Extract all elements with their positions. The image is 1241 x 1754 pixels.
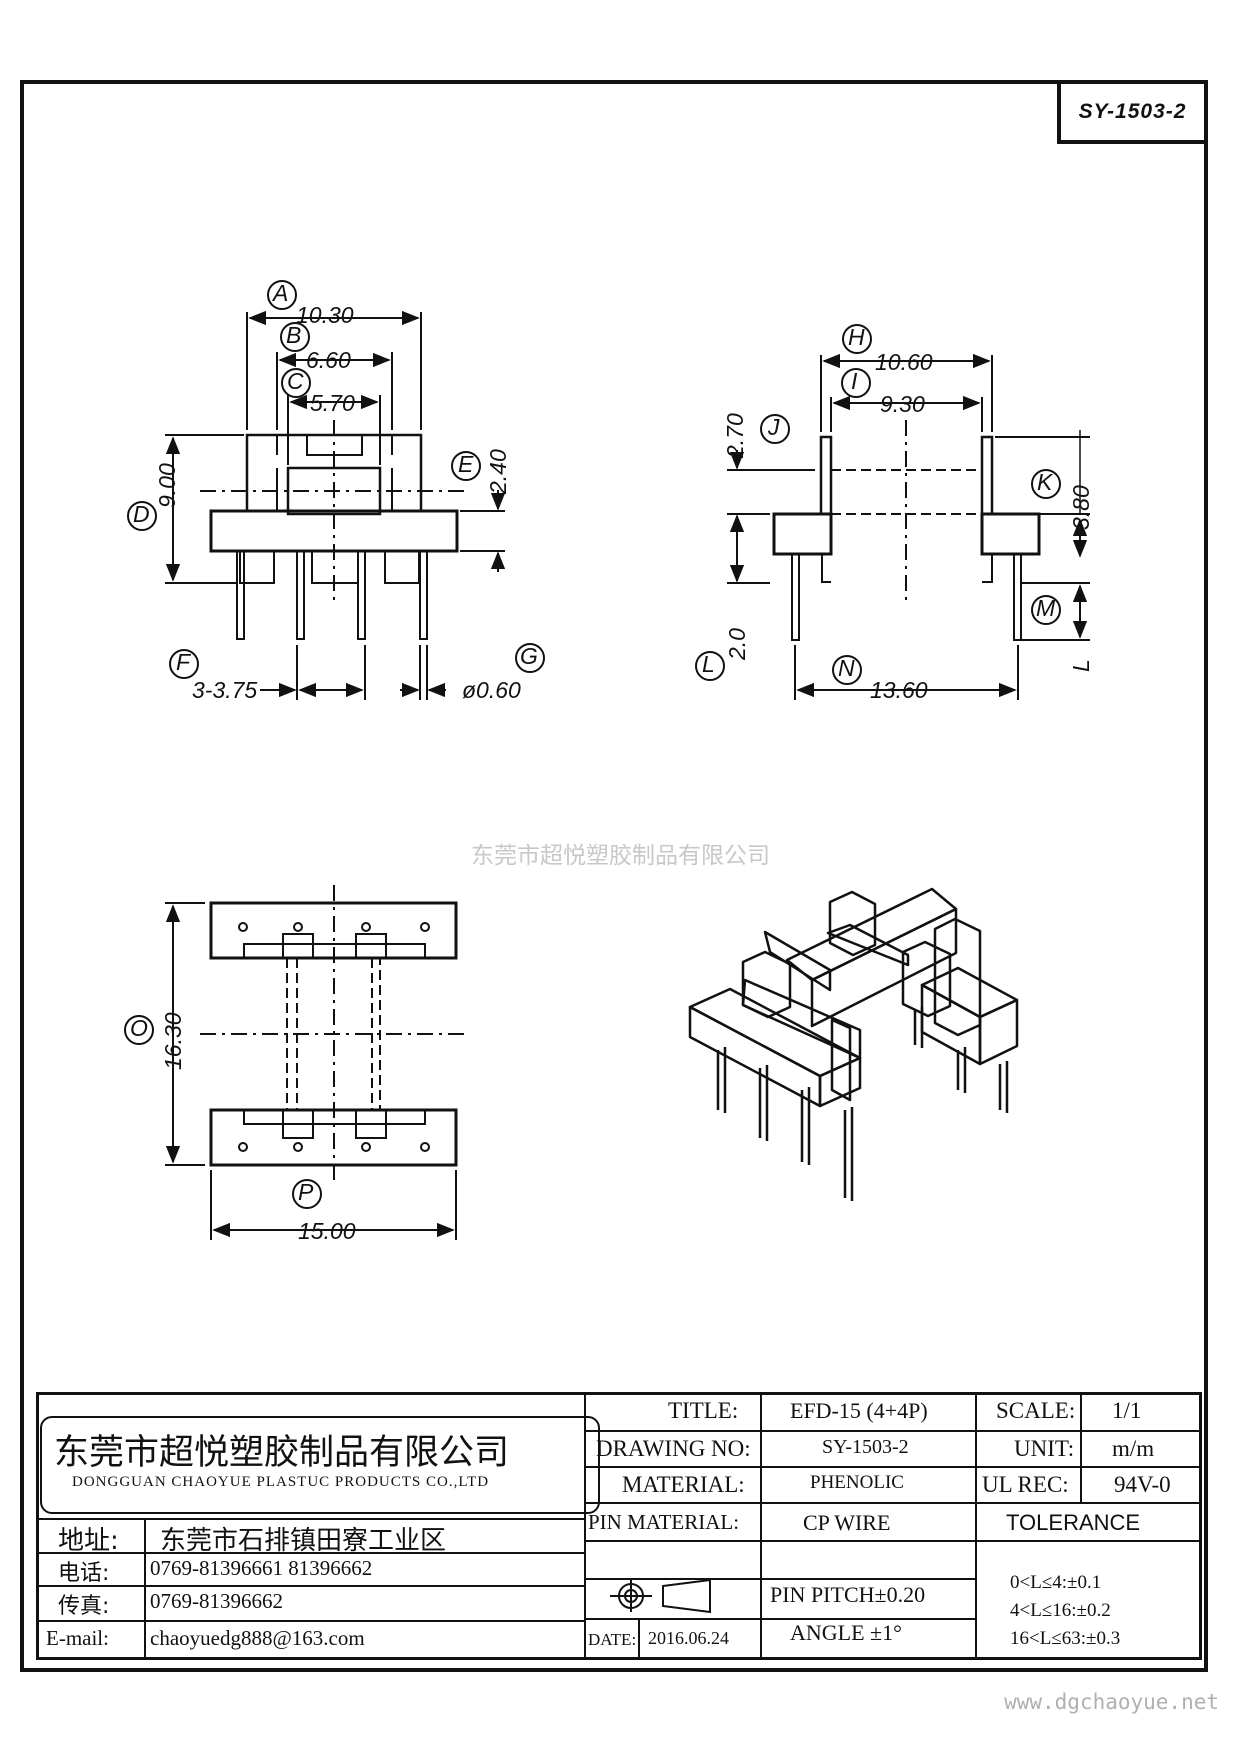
dim-i-value: 9.30	[880, 391, 925, 417]
tolerance-range-3: 16<L≤63:±0.3	[1010, 1628, 1121, 1649]
dim-k-value: 3.80	[1068, 485, 1094, 530]
ul-value: 94V-0	[1114, 1472, 1171, 1497]
email-value: chaoyuedg888@163.com	[150, 1626, 365, 1650]
dim-d-value: 9.00	[154, 463, 180, 508]
label-c: C	[287, 368, 304, 394]
label-j: J	[768, 414, 780, 440]
label-i: I	[851, 368, 858, 394]
dim-l-value: 2.0	[724, 628, 750, 660]
side-view	[727, 353, 1090, 700]
address-label: 地址:	[58, 1526, 119, 1556]
circled-labels	[124, 280, 1061, 1209]
tolerance-range-2: 4<L≤16:±0.2	[1010, 1600, 1111, 1621]
phone-value: 0769-81396661 81396662	[150, 1556, 373, 1580]
label-a: A	[273, 280, 289, 306]
tolerance-label: TOLERANCE	[1006, 1510, 1141, 1535]
dim-c-value: 5.70	[310, 390, 355, 416]
drawing-no-value: SY-1503-2	[822, 1436, 909, 1458]
label-p: P	[298, 1179, 314, 1205]
title-label: TITLE:	[668, 1398, 739, 1423]
drawing-frame	[20, 80, 1208, 1672]
phone-label: 电话:	[58, 1561, 110, 1586]
fax-value: 0769-81396662	[150, 1589, 283, 1613]
title-value: EFD-15 (4+4P)	[790, 1398, 928, 1423]
dim-f-value: 3-3.75	[192, 677, 258, 703]
pin-material-value: CP WIRE	[803, 1510, 891, 1535]
drawing-code-box: SY-1503-2	[1057, 80, 1208, 144]
unit-label: UNIT:	[1014, 1436, 1075, 1461]
unit-value: m/m	[1112, 1436, 1155, 1461]
dim-n-value: 13.60	[870, 677, 928, 703]
dim-h-value: 10.60	[875, 349, 933, 375]
dim-l-letter: L	[1068, 659, 1094, 672]
title-block	[36, 1392, 1202, 1660]
isometric-view	[688, 887, 1019, 1201]
company-box: 东莞市超悦塑胶制品有限公司 DONGGUAN CHAOYUE PLASTUC P…	[40, 1416, 600, 1514]
drawing-no-label: DRAWING NO:	[596, 1436, 751, 1461]
date-label: DATE:	[588, 1630, 637, 1649]
front-view	[165, 310, 506, 700]
dim-g-value: ø0.60	[462, 677, 521, 703]
ul-label: UL REC:	[982, 1472, 1069, 1497]
label-d: D	[133, 501, 150, 527]
label-g: G	[520, 643, 538, 669]
label-k: K	[1037, 469, 1053, 495]
fax-label: 传真:	[58, 1594, 110, 1619]
pin-pitch: PIN PITCH±0.20	[770, 1582, 926, 1607]
material-label: MATERIAL:	[622, 1472, 745, 1497]
material-value: PHENOLIC	[810, 1472, 904, 1493]
dim-a-value: 10.30	[296, 302, 354, 328]
date-value: 2016.06.24	[648, 1628, 729, 1648]
website-watermark: www.dgchaoyue.net	[1004, 1690, 1219, 1714]
dim-o-value: 16.30	[160, 1012, 186, 1070]
address-value: 东莞市石排镇田寮工业区	[160, 1526, 447, 1556]
watermark: 东莞市超悦塑胶制品有限公司	[471, 843, 770, 869]
pin-material-label: PIN MATERIAL:	[588, 1510, 740, 1534]
angle-tolerance: ANGLE ±1°	[790, 1620, 902, 1645]
dim-j-value: 2.70	[722, 413, 748, 458]
dim-e-value: 2.40	[485, 449, 511, 494]
top-view	[165, 885, 470, 1240]
label-e: E	[458, 451, 474, 477]
label-n: N	[838, 655, 855, 681]
label-b: B	[286, 322, 302, 348]
symbol-projection-icon	[610, 1578, 711, 1614]
label-l: L	[702, 651, 715, 677]
dim-b-value: 6.60	[306, 347, 351, 373]
label-m: M	[1036, 595, 1056, 621]
email-label: E-mail:	[46, 1626, 109, 1650]
label-o: O	[130, 1015, 148, 1041]
label-h: H	[848, 324, 865, 350]
tolerance-range-1: 0<L≤4:±0.1	[1010, 1572, 1102, 1593]
scale-label: SCALE:	[996, 1398, 1076, 1423]
company-name-en: DONGGUAN CHAOYUE PLASTUC PRODUCTS CO.,LT…	[72, 1474, 490, 1490]
company-name-cn: 东莞市超悦塑胶制品有限公司	[54, 1433, 510, 1473]
dim-p-value: 15.00	[298, 1218, 356, 1244]
scale-value: 1/1	[1112, 1398, 1142, 1423]
label-f: F	[176, 649, 191, 675]
